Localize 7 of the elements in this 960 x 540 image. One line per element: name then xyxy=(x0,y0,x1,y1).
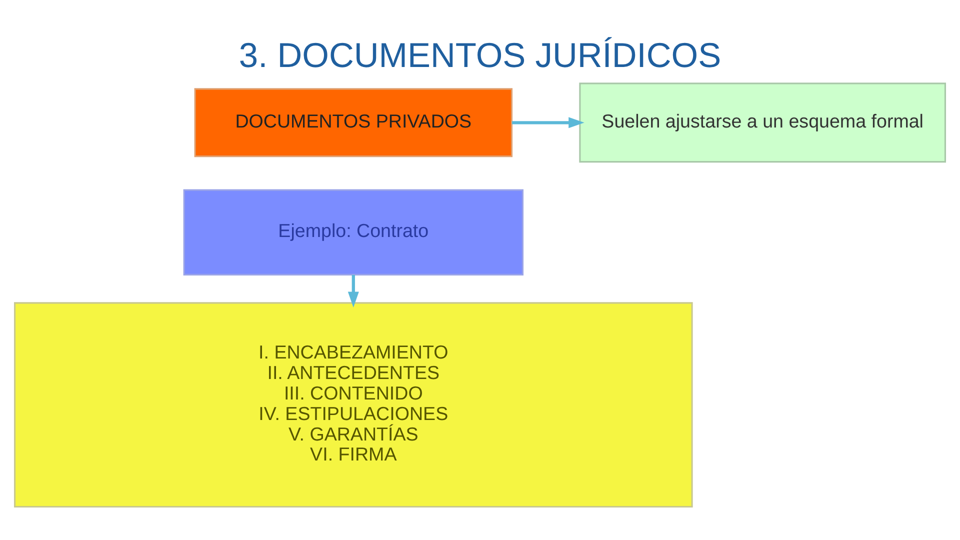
node-box: DOCUMENTOS PRIVADOS xyxy=(194,88,513,158)
arrow xyxy=(512,117,584,128)
node-box: Suelen ajustarse a un esquema formal xyxy=(579,82,946,163)
node-box: Ejemplo: Contrato xyxy=(183,189,524,276)
diagram-title: 3. DOCUMENTOS JURÍDICOS xyxy=(238,37,722,76)
node-box: I. ENCABEZAMIENTO II. ANTECEDENTES III. CONTENIDO IV. ESTIPULACIONES V. GARANTÍAS VI. FIRMA xyxy=(14,302,693,508)
arrow xyxy=(348,274,359,308)
